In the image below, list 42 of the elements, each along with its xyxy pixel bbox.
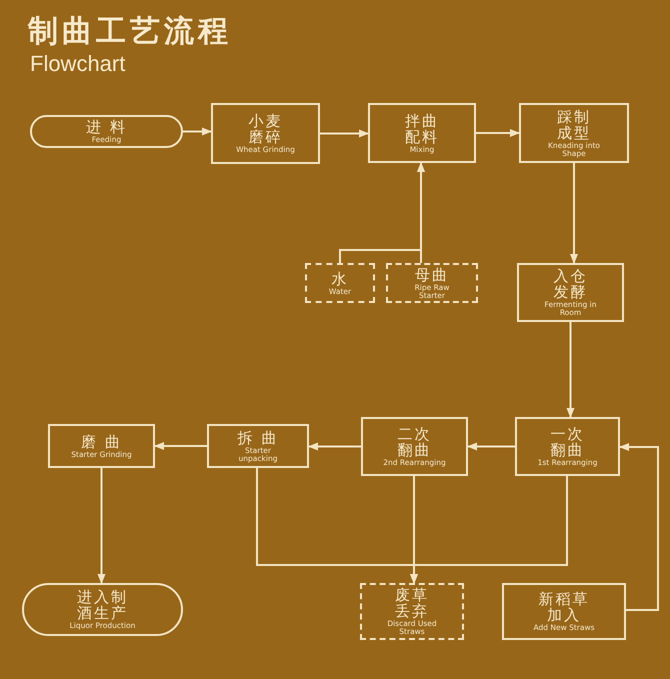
chinese-label: 磨 曲	[81, 434, 122, 450]
arrow	[98, 468, 106, 584]
arrow	[417, 162, 425, 263]
terminal-box	[22, 583, 183, 636]
chinese-label: 二次翻曲	[396, 426, 432, 458]
arrow	[183, 128, 212, 136]
chinese-label: 母曲	[415, 266, 449, 282]
arrow	[256, 468, 418, 584]
process-box	[207, 424, 309, 468]
input-box	[386, 263, 478, 303]
chinese-label: 拌曲配料	[404, 112, 440, 144]
arrow	[619, 443, 659, 611]
chinese-label: 小麦磨碎	[248, 113, 284, 145]
process-box	[361, 417, 468, 476]
chinese-label: 进入制酒生产	[76, 589, 129, 621]
arrow	[320, 130, 369, 138]
process-box	[48, 424, 155, 468]
arrow	[570, 163, 578, 264]
arrow	[566, 322, 574, 418]
process-box	[502, 583, 626, 640]
chinese-label: 废草丢弃	[394, 587, 430, 619]
arrow	[308, 442, 361, 450]
subtitle: Flowchart	[30, 50, 126, 78]
process-box	[515, 417, 620, 476]
title: 制曲工艺流程	[28, 14, 232, 50]
chinese-label: 踩制成型	[556, 108, 592, 140]
chinese-label: 进 料	[86, 119, 127, 135]
process-box	[519, 103, 629, 163]
input-box	[305, 263, 375, 303]
process-box	[211, 103, 320, 164]
arrow	[154, 442, 207, 450]
terminal-box	[30, 115, 183, 148]
chinese-label: 入仓发酵	[552, 268, 588, 300]
chinese-label: 一次翻曲	[550, 426, 586, 458]
arrow	[476, 129, 520, 137]
chinese-label: 拆 曲	[238, 430, 278, 446]
process-box	[517, 263, 624, 322]
input-box	[360, 583, 464, 640]
arrow	[467, 442, 515, 450]
chinese-label: 水	[332, 270, 348, 286]
chinese-label: 新稻草加入	[538, 591, 590, 623]
process-box	[368, 103, 476, 163]
